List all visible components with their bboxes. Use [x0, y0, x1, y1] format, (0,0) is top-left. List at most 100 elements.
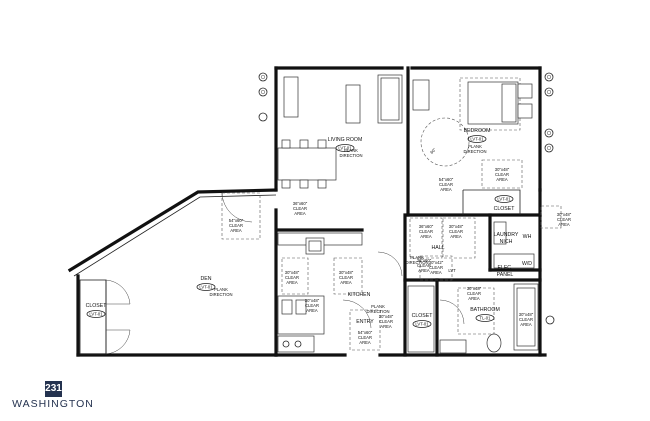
svg-text:36"x60": 36"x60" — [293, 201, 308, 206]
svg-text:30"x48": 30"x48" — [285, 270, 300, 275]
room-labels: LIVING ROOM BEDROOM DEN CLOSET CLOSET CL… — [86, 128, 533, 325]
svg-text:AREA: AREA — [306, 308, 318, 313]
svg-text:CLEAR: CLEAR — [439, 182, 453, 187]
svg-text:LVT-01: LVT-01 — [415, 322, 429, 327]
walls — [67, 66, 547, 357]
bedroom-label: BEDROOM — [464, 128, 491, 134]
svg-text:AREA: AREA — [286, 280, 298, 285]
svg-text:CLEAR: CLEAR — [519, 317, 533, 322]
svg-text:AREA: AREA — [430, 270, 442, 275]
clear-area: 30"x48" CLEAR AREA — [519, 312, 534, 327]
svg-text:TL-01: TL-01 — [480, 316, 492, 321]
svg-text:AREA: AREA — [418, 268, 430, 273]
den-door-swing — [221, 192, 253, 223]
svg-text:LVT-01: LVT-01 — [497, 197, 511, 202]
clear-area: 30"x48" CLEAR AREA — [467, 286, 482, 301]
den-label: DEN — [201, 276, 212, 282]
clear-area: 54"x60" CLEAR AREA — [439, 177, 454, 192]
clear-area: 36"x60" CLEAR AREA — [417, 258, 432, 273]
bathroom-label: BATHROOM — [470, 307, 500, 313]
elec-panel-label-1: ELEC. — [498, 265, 513, 271]
svg-text:LVT-01: LVT-01 — [338, 146, 352, 151]
svg-text:CLEAR: CLEAR — [339, 275, 353, 280]
floor-tag-bedroom: LVT-01 — [467, 135, 487, 143]
svg-text:AREA: AREA — [420, 234, 432, 239]
lvt-tag: LVT — [448, 268, 456, 273]
svg-text:AREA: AREA — [380, 324, 392, 329]
door-dimension-tag: 60" — [429, 147, 437, 155]
svg-text:DIRECTION: DIRECTION — [339, 153, 362, 158]
living-room-label: LIVING ROOM — [328, 137, 363, 143]
clear-area: 30"x48" CLEAR AREA — [495, 167, 510, 182]
svg-text:CLEAR: CLEAR — [429, 265, 443, 270]
svg-text:36"x60": 36"x60" — [417, 258, 432, 263]
svg-text:54"x60": 54"x60" — [439, 177, 454, 182]
svg-text:AREA: AREA — [230, 228, 242, 233]
clear-area: 30"x48" CLEAR AREA — [449, 224, 464, 239]
svg-text:LVT-01: LVT-01 — [470, 137, 484, 142]
hall-fixtures — [342, 217, 535, 353]
wh-label: WH — [523, 234, 532, 240]
clear-area: 30"x48" CLEAR AREA — [339, 270, 354, 285]
svg-text:AREA: AREA — [496, 177, 508, 182]
hall-label: HALL — [432, 245, 445, 251]
svg-text:AREA: AREA — [340, 280, 352, 285]
wd-label: W/D — [522, 261, 532, 267]
clear-area: 36"x60" CLEAR AREA — [293, 201, 308, 216]
column-markers — [258, 72, 555, 325]
svg-text:30"x48": 30"x48" — [467, 286, 482, 291]
svg-text:PLANK: PLANK — [371, 304, 385, 309]
floor-tag-bathroom: TL-01 — [475, 314, 495, 322]
clear-area: 30"x48" CLEAR AREA — [305, 298, 320, 313]
entry-label: ENTRY — [356, 319, 374, 325]
svg-text:PLANK: PLANK — [410, 255, 424, 260]
svg-text:CLEAR: CLEAR — [467, 291, 481, 296]
svg-text:CLEAR: CLEAR — [417, 263, 431, 268]
floor-tag-closet-entry: LVT-01 — [412, 320, 432, 328]
svg-text:CLEAR: CLEAR — [379, 319, 393, 324]
svg-text:CLEAR: CLEAR — [495, 172, 509, 177]
closet-bedroom-label: CLOSET — [494, 206, 516, 212]
floor-tag-den: LVT-01 — [196, 283, 216, 291]
clear-area: 54"x60" CLEAR AREA — [358, 330, 373, 345]
bedroom-furniture — [412, 77, 533, 189]
svg-text:30"x42": 30"x42" — [429, 260, 444, 265]
svg-text:CLEAR: CLEAR — [358, 335, 372, 340]
svg-text:AREA: AREA — [440, 187, 452, 192]
svg-text:AREA: AREA — [520, 322, 532, 327]
clear-area: 30"x48" CLEAR AREA — [285, 270, 300, 285]
svg-text:LVT-01: LVT-01 — [199, 285, 213, 290]
svg-text:CLEAR: CLEAR — [293, 206, 307, 211]
kitchen-fixtures — [277, 232, 363, 353]
svg-text:36"x60": 36"x60" — [419, 224, 434, 229]
svg-text:AREA: AREA — [558, 222, 570, 227]
svg-text:AREA: AREA — [450, 234, 462, 239]
svg-text:AREA: AREA — [294, 211, 306, 216]
svg-text:CLEAR: CLEAR — [557, 217, 571, 222]
svg-text:AREA: AREA — [359, 340, 371, 345]
clear-area: 54"x60" CLEAR AREA — [229, 218, 244, 233]
svg-text:30"x48": 30"x48" — [519, 312, 534, 317]
svg-text:30"x48": 30"x48" — [495, 167, 510, 172]
den-clear-area — [221, 192, 261, 240]
svg-text:CLEAR: CLEAR — [285, 275, 299, 280]
svg-text:DIRECTION: DIRECTION — [463, 149, 486, 154]
exterior-clear-area — [540, 205, 562, 229]
svg-text:30"x48": 30"x48" — [449, 224, 464, 229]
svg-text:54"x60": 54"x60" — [229, 218, 244, 223]
clear-area: 30"x48" CLEAR AREA — [557, 212, 572, 227]
floor-tag-closet: LVT-01 — [86, 310, 106, 318]
floor-tag-closet-bedroom: LVT-01 — [494, 195, 514, 203]
svg-text:CLEAR: CLEAR — [229, 223, 243, 228]
brand-name: WASHINGTON — [12, 398, 94, 410]
svg-text:30"x48": 30"x48" — [305, 298, 320, 303]
closet-entry-label: CLOSET — [412, 313, 434, 319]
svg-text:30"x48": 30"x48" — [339, 270, 354, 275]
svg-text:DIRECTION: DIRECTION — [366, 309, 389, 314]
svg-text:30"x48": 30"x48" — [557, 212, 572, 217]
clear-area: 36"x60" CLEAR AREA — [419, 224, 434, 239]
kitchen-label: KITCHEN — [348, 292, 371, 298]
svg-text:CLEAR: CLEAR — [449, 229, 463, 234]
clear-area: 30"x48" CLEAR AREA — [379, 314, 394, 329]
